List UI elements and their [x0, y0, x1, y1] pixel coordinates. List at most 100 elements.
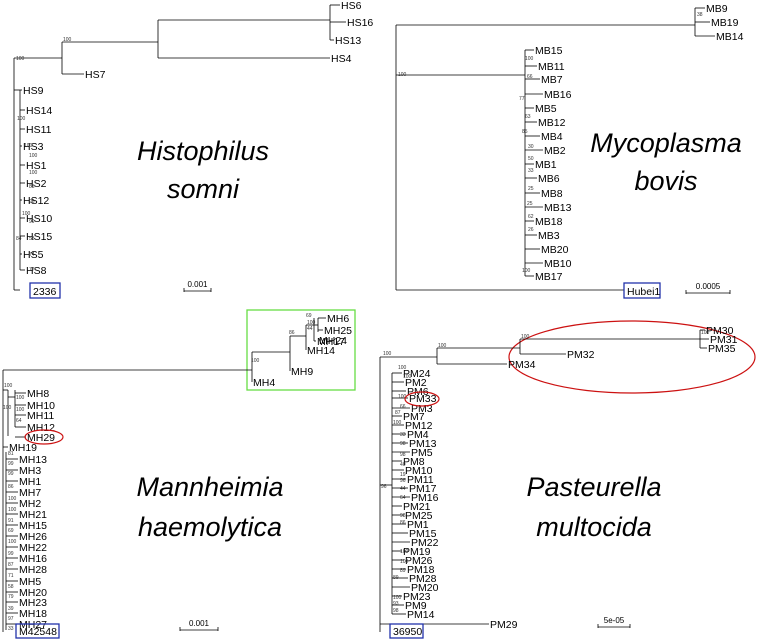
- bootstrap-value: 99: [29, 219, 35, 225]
- bootstrap-value: 19: [400, 472, 406, 478]
- tip-label: MB3: [538, 230, 560, 242]
- tip-label: MH17: [317, 336, 345, 348]
- bootstrap-value: 63: [525, 114, 531, 120]
- tip-label: MH1: [19, 476, 41, 488]
- bootstrap-value: 89: [400, 568, 406, 574]
- tree-panel-histophilus: 100100HS7HS4HS6HS16HS13HS9HS14HS11HS3HS1…: [13, 0, 373, 299]
- tip-label: HS12: [23, 195, 49, 207]
- tip-label: MH6: [327, 313, 349, 325]
- bootstrap-value: 58: [8, 584, 14, 590]
- tip-label: MB1: [535, 159, 557, 171]
- bootstrap-value: 38: [697, 12, 703, 18]
- bootstrap-value: 100: [393, 595, 402, 601]
- tip-label: HS4: [331, 53, 352, 65]
- tip-label: HS10: [26, 213, 52, 225]
- bootstrap-value: 100: [22, 211, 31, 217]
- bootstrap-value: 100: [16, 56, 25, 62]
- tip-label: MH28: [19, 564, 47, 576]
- tip-label: HS2: [26, 178, 47, 190]
- tip-label: MB4: [541, 131, 563, 143]
- bootstrap-value: 100: [8, 507, 17, 513]
- bootstrap-value: 100: [403, 374, 412, 380]
- bootstrap-value: 100: [398, 72, 407, 78]
- tip-label: MB19: [711, 17, 739, 29]
- tip-label: PM28: [409, 573, 437, 585]
- tip-label: MB8: [541, 188, 563, 200]
- tip-label: MB2: [544, 145, 566, 157]
- scale-label: 0.001: [187, 280, 208, 289]
- highlight-box-green: [246, 309, 356, 391]
- bootstrap-value: 93: [393, 601, 399, 607]
- tip-label: HS8: [26, 265, 47, 277]
- bootstrap-value: 100: [4, 383, 13, 389]
- bootstrap-value: 69: [8, 528, 14, 534]
- tip-label: PM22: [411, 537, 439, 549]
- tip-label: MH24: [319, 335, 347, 347]
- bootstrap-value: 100: [16, 407, 25, 413]
- tip-label: MH11: [27, 410, 54, 422]
- bootstrap-value: 100: [8, 539, 17, 545]
- tip-label: MH13: [19, 454, 47, 466]
- bootstrap-value: 98: [400, 452, 406, 458]
- tip-label: PM30: [706, 325, 734, 337]
- tip-label: PM8: [403, 456, 425, 468]
- bootstrap-value: 71: [8, 573, 14, 579]
- tip-label: MB15: [535, 45, 563, 57]
- bootstrap-value: 100: [8, 496, 17, 502]
- tip-label: PM33: [409, 393, 437, 405]
- bootstrap-value: 96: [29, 199, 35, 205]
- bootstrap-value: 100: [398, 365, 407, 371]
- tip-label: MH22: [19, 542, 47, 554]
- bootstrap-value: 98: [393, 608, 399, 614]
- tip-label: MH2: [19, 498, 41, 510]
- reference-strain-box: [389, 623, 424, 639]
- tip-label: HS11: [26, 124, 52, 136]
- tip-label: PM25: [405, 510, 433, 522]
- tip-label: PM10: [405, 465, 433, 477]
- bootstrap-value: 91: [8, 518, 14, 524]
- tip-label: PM1: [407, 519, 429, 531]
- bootstrap-value: 26: [528, 227, 534, 233]
- tip-label: PM19: [403, 546, 431, 558]
- bootstrap-value: 83: [29, 184, 35, 190]
- bootstrap-value: 98: [400, 441, 406, 447]
- tip-label: PM18: [407, 564, 435, 576]
- bootstrap-value: 64: [16, 418, 22, 424]
- tip-label: MH7: [19, 487, 41, 499]
- bootstrap-value: 84: [16, 236, 22, 242]
- tip-label: MB17: [535, 271, 563, 283]
- tip-label: PM16: [411, 492, 439, 504]
- tip-label: PM26: [405, 555, 433, 567]
- bootstrap-value: 69: [306, 313, 312, 319]
- reference-strain-label: 2336: [33, 286, 57, 298]
- bootstrap-value: 77: [29, 267, 35, 273]
- highlight-ellipse: [508, 320, 756, 394]
- bootstrap-value: 97: [8, 616, 14, 622]
- tip-label: MB20: [541, 244, 569, 256]
- tip-label: HS9: [23, 85, 44, 97]
- tip-label: MH3: [19, 465, 41, 477]
- tip-label: HS7: [85, 69, 106, 81]
- tip-label: MB18: [535, 216, 563, 228]
- tip-label: MH5: [19, 576, 41, 588]
- tip-label: HS3: [23, 141, 44, 153]
- bootstrap-value: 100: [438, 343, 447, 349]
- bootstrap-value: 62: [528, 214, 534, 220]
- tip-label: MH26: [19, 531, 47, 543]
- bootstrap-value: 77: [519, 96, 525, 102]
- tip-label: MH23: [19, 597, 47, 609]
- tip-label: PM2: [405, 377, 427, 389]
- bootstrap-value: 25: [527, 201, 533, 207]
- bootstrap-value: 100: [525, 56, 534, 62]
- bootstrap-value: 100: [16, 395, 25, 401]
- tip-label: MH25: [324, 325, 352, 337]
- reference-strain-box: [623, 282, 661, 299]
- tip-label: PM7: [403, 411, 425, 423]
- bootstrap-value: 100: [63, 37, 72, 43]
- bootstrap-value: 44: [400, 486, 406, 492]
- tip-label: HS13: [335, 35, 361, 47]
- tip-label: MH18: [19, 608, 47, 620]
- reference-strain-box: [29, 282, 61, 299]
